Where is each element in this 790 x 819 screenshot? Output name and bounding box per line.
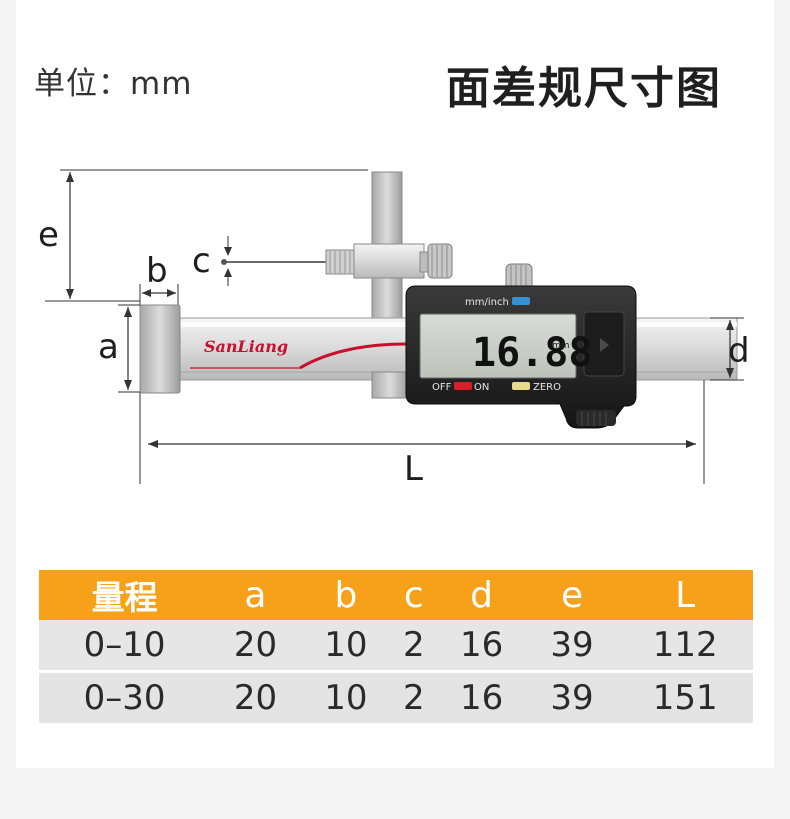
dimension-c: c <box>192 236 232 286</box>
unit-label: 单位：mm <box>34 66 193 102</box>
label-e: e <box>38 215 59 255</box>
cell-e: 39 <box>526 673 618 723</box>
probe-arm <box>221 243 429 279</box>
table-header-row: 量程 a b c d e L <box>39 570 753 620</box>
col-header-a: a <box>210 570 301 620</box>
cell-L: 112 <box>617 620 753 673</box>
dimension-e: e <box>38 169 368 302</box>
label-L: L <box>404 449 423 489</box>
cell-b: 10 <box>300 673 392 723</box>
zero-button[interactable] <box>512 382 530 390</box>
col-header-c: c <box>391 570 437 620</box>
cell-e: 39 <box>526 620 618 673</box>
cell-d: 16 <box>436 620 527 673</box>
col-header-b: b <box>300 570 392 620</box>
display-unit: mm <box>552 341 570 351</box>
spec-table: 量程 a b c d e L 0–10 20 10 2 16 39 112 0–… <box>39 570 753 723</box>
lock-screw-icon[interactable] <box>427 243 453 279</box>
off-label: OFF <box>432 382 452 393</box>
page-title: 面差规尺寸图 <box>446 63 722 114</box>
reference-block <box>139 304 181 394</box>
slider-base <box>371 371 409 399</box>
brand-logo: SanLiang <box>204 337 288 356</box>
mm-inch-label: mm/inch <box>465 297 509 308</box>
dimension-L: L <box>148 380 705 489</box>
zero-label: ZERO <box>533 382 561 393</box>
cell-a: 20 <box>210 673 301 723</box>
col-header-L: L <box>617 570 753 620</box>
dimension-a: a <box>98 304 140 393</box>
cell-L: 151 <box>617 673 753 723</box>
cell-a: 20 <box>210 620 301 673</box>
col-header-range: 量程 <box>39 570 211 620</box>
dimension-d: d <box>710 317 750 381</box>
label-a: a <box>98 327 119 367</box>
on-label: ON <box>474 382 489 393</box>
mm-inch-button[interactable] <box>512 297 530 305</box>
cell-d: 16 <box>436 673 527 723</box>
label-d: d <box>728 331 750 371</box>
col-header-d: d <box>436 570 527 620</box>
table-row: 0–10 20 10 2 16 39 112 <box>39 620 753 673</box>
cell-range: 0–30 <box>39 673 211 723</box>
cell-range: 0–10 <box>39 620 211 673</box>
table-row: 0–30 20 10 2 16 39 151 <box>39 673 753 723</box>
label-c: c <box>192 241 211 281</box>
lcd-display: 16.88 mm <box>419 313 592 379</box>
probe-knurl <box>329 251 351 273</box>
cell-b: 10 <box>300 620 392 673</box>
col-header-e: e <box>526 570 618 620</box>
display-value: 16.88 <box>472 330 592 376</box>
label-b: b <box>146 251 168 291</box>
on-off-button[interactable] <box>454 382 472 390</box>
cell-c: 2 <box>391 673 437 723</box>
gauge-diagram: e b c a <box>38 169 750 489</box>
cell-c: 2 <box>391 620 437 673</box>
